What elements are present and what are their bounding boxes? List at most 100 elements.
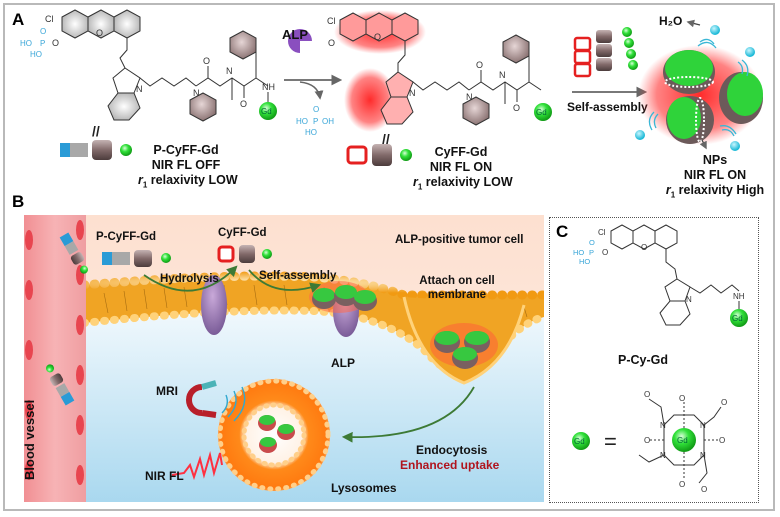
svg-text:HO: HO: [30, 50, 42, 59]
self-assembly-label-b: Self-assembly: [259, 270, 337, 282]
phosphate-block: [60, 143, 70, 157]
p-cy-gd-label: P-Cy-Gd: [618, 353, 668, 367]
atom-n: N: [686, 295, 692, 304]
gd-legend-label: Gd: [574, 437, 585, 446]
gd-legend-ball: [572, 432, 590, 450]
gd-ball-1: [259, 102, 277, 120]
panel-c-structures: Cl O O N NH O P HO HO Gd Gd = Gd N N N N…: [572, 224, 748, 494]
lysosome-membrane-inner: [241, 402, 307, 468]
gd-center: [672, 428, 696, 452]
hydrolysis-arrow: [143, 265, 238, 292]
molecule-c-label-block: CyFF-Gd NIR FL ON r1 relaxivity LOW: [413, 145, 513, 191]
nps-fl-state: NIR FL ON: [683, 167, 747, 182]
mri-label: MRI: [156, 384, 178, 398]
alp-label-a: ALP: [282, 27, 308, 42]
mri-signal-waves: [221, 386, 246, 422]
phosphate-group-1: O P HO HO: [20, 27, 46, 59]
phosphate-release-arrow: [299, 81, 324, 100]
chelate-o-3: O: [679, 394, 685, 403]
molecule-p-label-block: P-CyFF-Gd NIR FL OFF r1 relaxivity LOW: [138, 143, 238, 189]
probe-label-b: P-CyFF-Gd: [96, 231, 157, 243]
atom-o-ring: O: [96, 28, 103, 38]
chelate-o-4: O: [679, 480, 685, 489]
atom-o2: O: [513, 103, 520, 113]
svg-text:O: O: [313, 105, 319, 114]
nps-name: NPs: [702, 153, 728, 167]
gd-ball: [400, 149, 412, 161]
chelate-o-1: O: [644, 436, 650, 445]
attach-label: Attach on cell membrane: [419, 275, 495, 301]
atom-cl: Cl: [327, 16, 336, 26]
svg-text:P: P: [313, 117, 318, 126]
gd-center-label: Gd: [677, 436, 688, 445]
panel-c-box: [549, 217, 759, 503]
molecule-c-fl-state: NIR FL ON: [429, 159, 493, 174]
lysosome-nps: [258, 415, 295, 453]
peptide-backbone: [195, 77, 257, 87]
gd-ball-c: [730, 309, 748, 327]
alp-enzyme-icon: [288, 29, 312, 53]
svg-text:HO: HO: [296, 117, 308, 126]
peptide-cylinder: [92, 140, 112, 160]
chelate-n-1: N: [660, 421, 666, 430]
atom-o1: O: [203, 56, 210, 66]
atom-nh1: N: [193, 88, 200, 98]
endocytosis-arrow: [341, 386, 475, 443]
gd-ball-2: [534, 103, 552, 121]
cell-label: ALP-positive tumor cell: [395, 234, 524, 246]
self-assembly-arrow-b: [248, 269, 322, 293]
alp-protein-1: [201, 275, 227, 335]
chelate-n-4: N: [700, 451, 706, 460]
vessel-probe-1: [59, 232, 88, 274]
red-blood-cells: [25, 220, 84, 485]
probe-cyff-gd-b: [217, 245, 272, 263]
chelate-o-6: O: [721, 398, 727, 407]
peptide-cylinder: [372, 144, 392, 166]
nir-fl-wave-icon: [171, 451, 223, 481]
np-disk-3: [666, 96, 714, 144]
chelate-n-2: N: [700, 421, 706, 430]
stacked-probes-cartoon: [573, 27, 638, 78]
indole-benzene: [107, 92, 141, 121]
atom-o-link: O: [52, 38, 59, 48]
molecule-p-fl-state: NIR FL OFF: [151, 157, 221, 172]
gd-label-1: Gd: [261, 107, 272, 116]
panel-c-letter: C: [556, 222, 569, 241]
atom-nh1: N: [466, 92, 473, 102]
np-pointer: [699, 139, 707, 150]
self-assembly-arrow-a: Self-assembly: [567, 27, 648, 114]
atom-cl: Cl: [598, 228, 606, 237]
svg-text:HO: HO: [305, 128, 317, 137]
chelate-o-2: O: [719, 436, 725, 445]
product-label-b: CyFF-Gd: [218, 227, 267, 239]
nps-label-block: NPs NIR FL ON r1 relaxivity High: [660, 153, 770, 199]
atom-o-link: O: [602, 248, 608, 257]
svg-text:P: P: [589, 248, 594, 257]
panel-b-letter: B: [12, 192, 25, 211]
membrane-nps: [309, 281, 498, 369]
equiv-symbol-2: //: [382, 131, 390, 147]
svg-text:P: P: [40, 39, 45, 48]
hydrolysis-label: Hydrolysis: [160, 273, 219, 285]
atom-o2: O: [240, 99, 247, 109]
atom-nh2: N: [226, 66, 233, 76]
nir-fl-label: NIR FL: [145, 469, 184, 483]
endocytosis-label: Endocytosis: [416, 443, 488, 457]
lysosome-label: Lysosomes: [331, 481, 397, 495]
propyl-chain: [139, 77, 197, 87]
svg-text:HO: HO: [573, 248, 584, 257]
probe-cartoon-1: [60, 140, 132, 160]
nps-relaxivity: r1 relaxivity High: [665, 182, 765, 200]
xanthene-ring-3: [113, 9, 141, 39]
atom-nh2: N: [499, 70, 506, 80]
gd-dota-chelate: [638, 398, 722, 484]
membrane-heads-outer: [79, 271, 544, 300]
water-arrow: [686, 19, 701, 28]
p-cy-gd-skeleton: [610, 224, 740, 326]
phenyl-ring-2: [229, 30, 257, 60]
alp-label-b: ALP: [331, 356, 355, 370]
molecule-p-cyff-gd: [61, 9, 269, 122]
water-molecules: [635, 25, 755, 151]
fluor-block: [346, 145, 368, 165]
panel-a-letter: A: [12, 10, 25, 29]
